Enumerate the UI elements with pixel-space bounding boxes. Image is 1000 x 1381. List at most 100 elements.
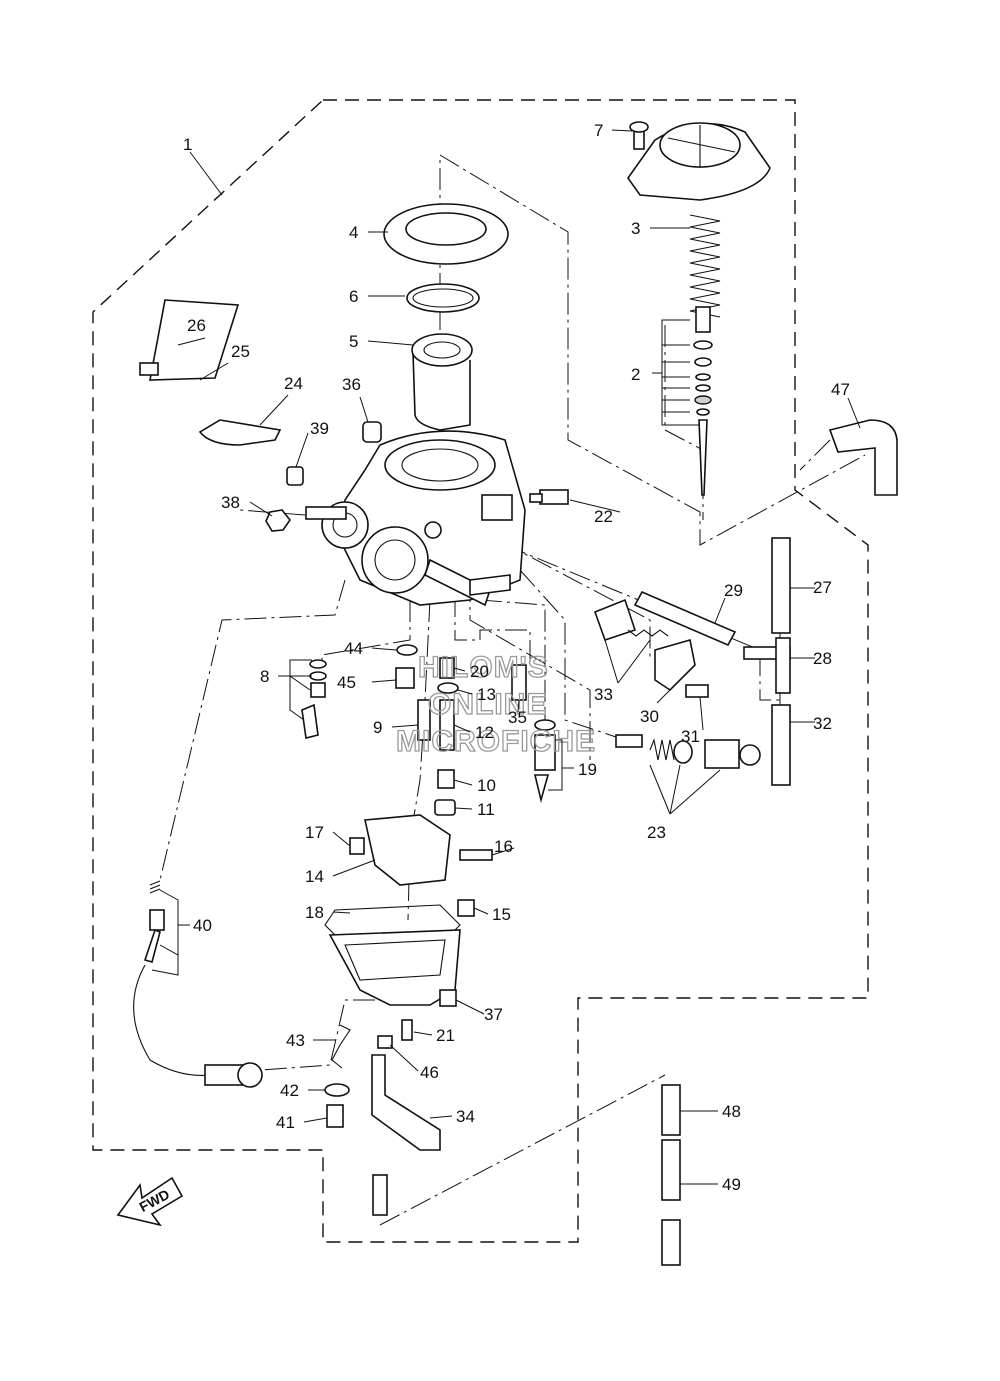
callout-8: 8 (260, 667, 269, 686)
needle-valve (534, 734, 556, 771)
callout-17: 17 (305, 823, 324, 842)
centerline (454, 595, 531, 665)
centerline (799, 439, 831, 471)
assembly-boundary-leader (189, 151, 223, 196)
callout-3: 3 (631, 219, 640, 238)
washer (434, 799, 456, 816)
enricher-cover (654, 638, 696, 692)
plug-cap (362, 421, 382, 443)
float-chamber-rim (344, 939, 446, 981)
callout-39: 39 (310, 419, 329, 438)
callout-13: 13 (477, 685, 496, 704)
vent-hose (828, 419, 898, 496)
centerline (407, 599, 431, 921)
vent-tube (771, 704, 791, 786)
centerline (239, 509, 306, 516)
callout-28: 28 (813, 649, 832, 668)
top-cap (383, 203, 509, 265)
clip (331, 1024, 351, 1069)
callout-12: 12 (475, 723, 494, 742)
callout-5: 5 (349, 332, 358, 351)
watermark-line: MICROFICHE (396, 725, 596, 758)
centerline (479, 599, 546, 720)
callout-7: 7 (594, 121, 603, 140)
callout-4: 4 (349, 223, 358, 242)
t-joint (743, 637, 791, 694)
bushing (286, 466, 304, 486)
drain-hose (371, 1054, 441, 1151)
callout-42: 42 (280, 1081, 299, 1100)
drain-screw (401, 1019, 413, 1041)
callout-21: 21 (436, 1026, 455, 1045)
callout-labels: 1 2 3 4 5 6 7 8 9 10 11 12 13 14 15 16 1… (183, 121, 850, 1194)
callout-23: 23 (647, 823, 666, 842)
callout-31: 31 (681, 727, 700, 746)
callout-38: 38 (221, 493, 240, 512)
plug (395, 667, 415, 689)
piston-valve (411, 333, 473, 431)
hose-joint (661, 1084, 681, 1136)
callout-32: 32 (813, 714, 832, 733)
overflow-tube (633, 590, 737, 647)
main-jet (437, 769, 455, 789)
nut (265, 509, 291, 532)
assembly-boundary (92, 99, 869, 1243)
callout-26: 26 (187, 316, 206, 335)
centerline (439, 154, 866, 546)
callout-25: 25 (231, 342, 250, 361)
callout-41: 41 (276, 1113, 295, 1132)
coasting-enricher-gasket (593, 598, 637, 642)
centerline (379, 1074, 666, 1226)
centerline (664, 325, 704, 520)
float-pin (459, 849, 493, 861)
throttle-cable (133, 880, 263, 1088)
centerline (504, 544, 780, 701)
drain-bolt (439, 989, 457, 1007)
vent-tube (771, 537, 791, 634)
callout-19: 19 (578, 760, 597, 779)
callout-1: 1 (183, 135, 192, 154)
callout-49: 49 (722, 1175, 741, 1194)
callout-9: 9 (373, 718, 382, 737)
callout-45: 45 (337, 673, 356, 692)
float-chamber (328, 929, 461, 1006)
callout-27: 27 (813, 578, 832, 597)
callout-leaders (151, 129, 861, 1185)
callout-47: 47 (831, 380, 850, 399)
callout-40: 40 (193, 916, 212, 935)
callout-36: 36 (342, 375, 361, 394)
starter-plunger-set (615, 734, 761, 769)
callout-34: 34 (456, 1107, 475, 1126)
float-chamber-screw (457, 899, 475, 917)
callout-35: 35 (508, 708, 527, 727)
float-screw (349, 837, 365, 855)
adjusting-screw (305, 506, 347, 520)
hose (661, 1139, 681, 1201)
cover-plate (149, 299, 240, 381)
callout-2: 2 (631, 365, 640, 384)
callout-14: 14 (305, 867, 324, 886)
screw (629, 121, 649, 150)
callout-30: 30 (640, 707, 659, 726)
jet-needle-set (693, 306, 713, 496)
centerline (321, 600, 411, 665)
bolt (326, 1104, 344, 1128)
carburetor-body (321, 430, 526, 607)
watermark-line: HILOM'S (418, 651, 549, 684)
callout-43: 43 (286, 1031, 305, 1050)
callout-6: 6 (349, 287, 358, 306)
callout-11: 11 (477, 800, 495, 819)
air-bleed-fitting (529, 489, 569, 505)
o-ring-inner (412, 288, 474, 308)
o-ring (406, 283, 480, 313)
float (364, 814, 451, 886)
centerline (261, 999, 410, 1071)
callout-48: 48 (722, 1102, 741, 1121)
washer (324, 1083, 350, 1097)
watermark-line: ONLINE (428, 688, 547, 721)
pilot-screw-set (301, 659, 327, 739)
callout-20: 20 (470, 662, 489, 681)
callout-33: 33 (594, 685, 613, 704)
gasket (198, 419, 282, 446)
